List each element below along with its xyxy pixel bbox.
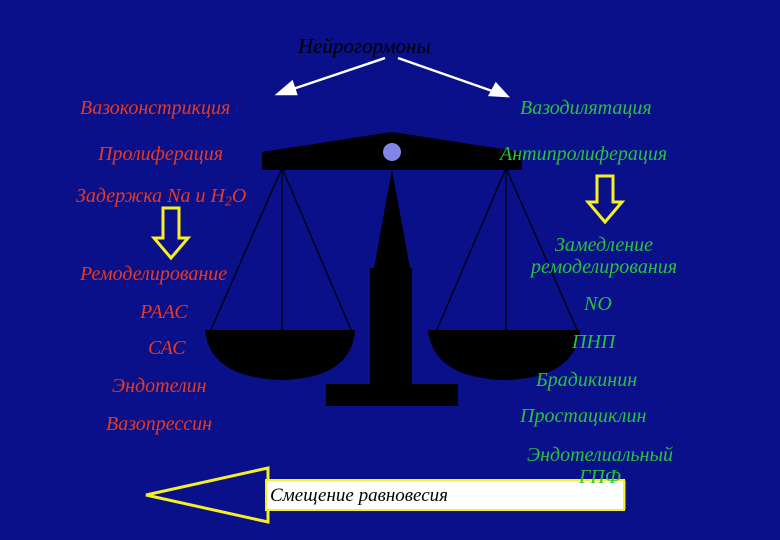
arrow-to-left (289, 56, 386, 92)
left-retention: Задержка Na и H2O (76, 186, 246, 210)
scale-pivot (383, 143, 401, 161)
left-item-endothelin: Эндотелин (112, 375, 207, 397)
right-endothelial-factor: Эндотелиальный ГПФ (500, 444, 700, 488)
right-slowing-line1: Замедление (554, 234, 654, 256)
retention-subscript: 2 (224, 194, 232, 210)
title-arrows (274, 56, 511, 98)
scale-post (370, 268, 412, 386)
arrow-head-left (274, 79, 298, 96)
scale-pointer (374, 170, 410, 268)
left-proliferation: Пролиферация (98, 143, 224, 165)
down-arrow-left-icon (150, 206, 192, 261)
left-header: Вазоконстрикция (80, 97, 231, 119)
right-item-prostacyclin: Простациклин (520, 405, 647, 427)
arrow-head-right (487, 81, 511, 98)
left-item-raas: РААС (140, 301, 188, 323)
scale-base (326, 384, 458, 406)
title: Нейрогормоны (298, 34, 431, 58)
right-pan (428, 330, 580, 380)
right-slowing: Замедление ремоделирования (506, 234, 702, 278)
left-item-vasopressin: Вазопрессин (106, 413, 213, 435)
retention-suffix: O (231, 185, 247, 207)
shift-label-box (265, 479, 625, 511)
pan-strings (209, 167, 579, 333)
shift-label: Смещение равновесия (270, 485, 448, 506)
right-factor-line1: Эндотелиальный (527, 444, 673, 466)
right-factor-line2: ГПФ (579, 466, 621, 488)
down-arrow-right-icon (584, 174, 626, 225)
left-item-sas: САС (148, 337, 186, 359)
right-slowing-line2: ремоделирования (530, 256, 678, 278)
right-item-pnp: ПНП (572, 331, 616, 353)
right-item-bradykinin: Брадикинин (536, 369, 638, 391)
left-remodeling: Ремоделирование (80, 263, 228, 285)
retention-prefix: Задержка Na и H (76, 185, 225, 207)
left-pan (205, 330, 355, 380)
right-antiproliferation: Антипролиферация (500, 143, 668, 165)
right-item-no: NO (584, 293, 612, 315)
arrow-to-right (397, 56, 496, 94)
right-header: Вазодилятация (520, 97, 652, 119)
